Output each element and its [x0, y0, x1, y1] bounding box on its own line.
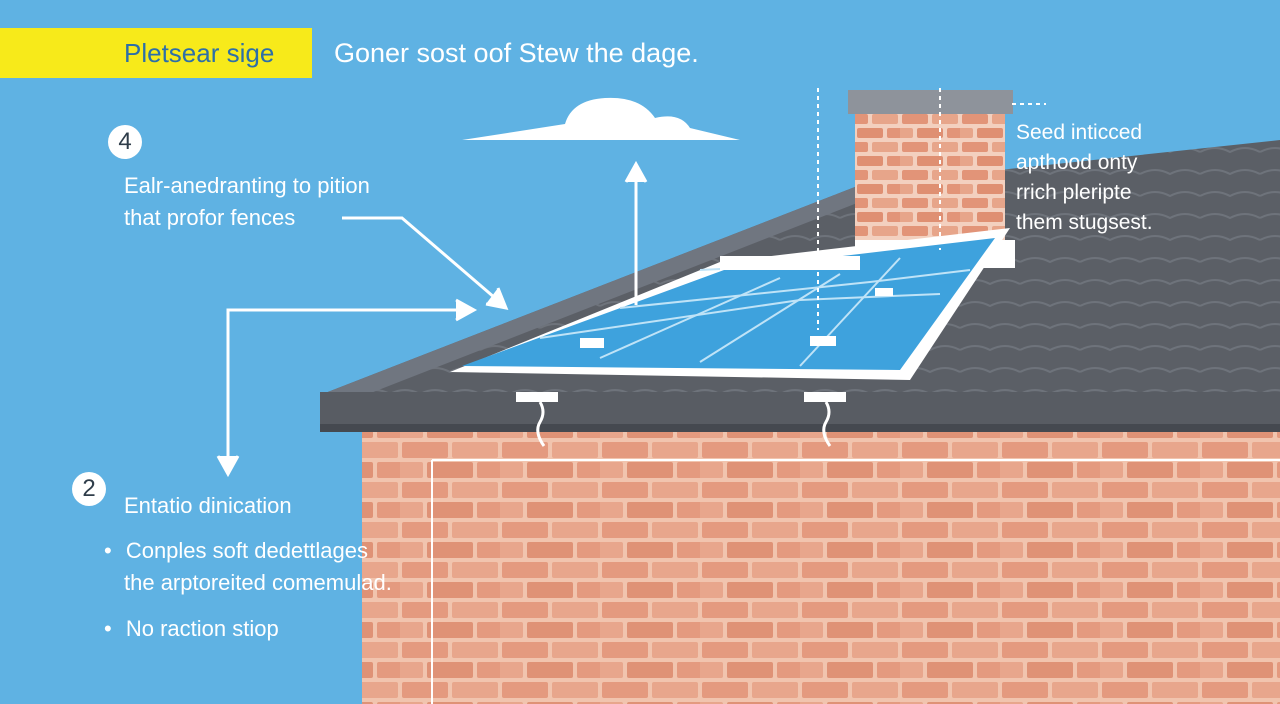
- bullet-item: • Conples soft dedettlages: [104, 538, 368, 564]
- bullet-dot-icon: •: [104, 538, 112, 563]
- right-annotation-line: them stugsest.: [1016, 211, 1153, 234]
- right-annotation-line: rrich pleripte: [1016, 181, 1132, 204]
- step-top-line1: Ealr-anedranting to pition: [124, 173, 370, 198]
- bullet-item: • No raction stiop: [104, 616, 279, 642]
- bullet-text: No raction stiop: [125, 616, 279, 641]
- step-number-badge: 4: [108, 125, 142, 159]
- pointer-arrows: [216, 160, 1280, 704]
- brick-wall: [362, 432, 1280, 704]
- roof-eave: [320, 392, 1280, 426]
- bullet-text-continued: the arptoreited comemulad.: [124, 570, 392, 595]
- header-badge-label: Pletsear sige: [124, 37, 275, 68]
- header-badge: Pletsear sige: [0, 28, 312, 78]
- bullet-dot-icon: •: [104, 616, 112, 641]
- measurement-lines: [817, 88, 1046, 330]
- right-annotation-line: apthood onty: [1016, 151, 1138, 174]
- step-number-badge: 2: [72, 472, 106, 506]
- step-top-line2: that profor fences: [124, 205, 296, 230]
- right-annotation-line: Seed inticced: [1016, 121, 1143, 144]
- step-number: 4: [118, 128, 132, 155]
- cloud-icon: [462, 97, 740, 140]
- right-annotation: Seed inticced apthood onty rrich pleript…: [1016, 118, 1153, 238]
- roof-ridge: [320, 185, 870, 405]
- step-number: 2: [82, 475, 96, 502]
- step-bottom-heading: Entatio dinication: [124, 493, 292, 518]
- gutter-line: [320, 424, 1280, 432]
- arrow-diagonal: [342, 216, 503, 306]
- bullet-text: Conples soft dedettlages: [125, 538, 368, 563]
- arrow-down: [226, 308, 470, 470]
- page-title: Goner sost oof Stew the dage.: [334, 38, 699, 68]
- solar-panel-array: [450, 228, 1010, 380]
- mount-brackets: [516, 392, 846, 447]
